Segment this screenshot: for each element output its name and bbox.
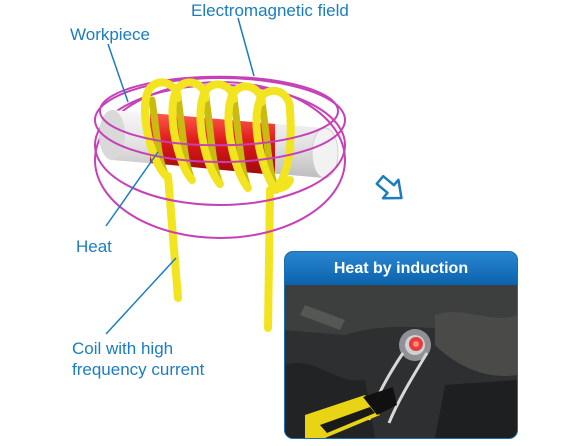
coil-front (141, 78, 295, 194)
coil-label-line2: frequency current (72, 360, 205, 379)
heat-label: Heat (76, 237, 112, 256)
electromagnetic-field-label: Electromagnetic field (191, 1, 349, 20)
coil-label-line1: Coil with high (72, 339, 174, 358)
workpiece-label: Workpiece (70, 25, 150, 44)
photo-title: Heat by induction (285, 252, 517, 285)
induction-photo-panel: Heat by induction (284, 251, 518, 439)
leader-lines (105, 17, 255, 335)
coil-leads (164, 172, 294, 332)
field-lines-front (94, 109, 346, 239)
induction-heating-photo (285, 285, 517, 438)
direction-arrow-icon (375, 174, 403, 200)
